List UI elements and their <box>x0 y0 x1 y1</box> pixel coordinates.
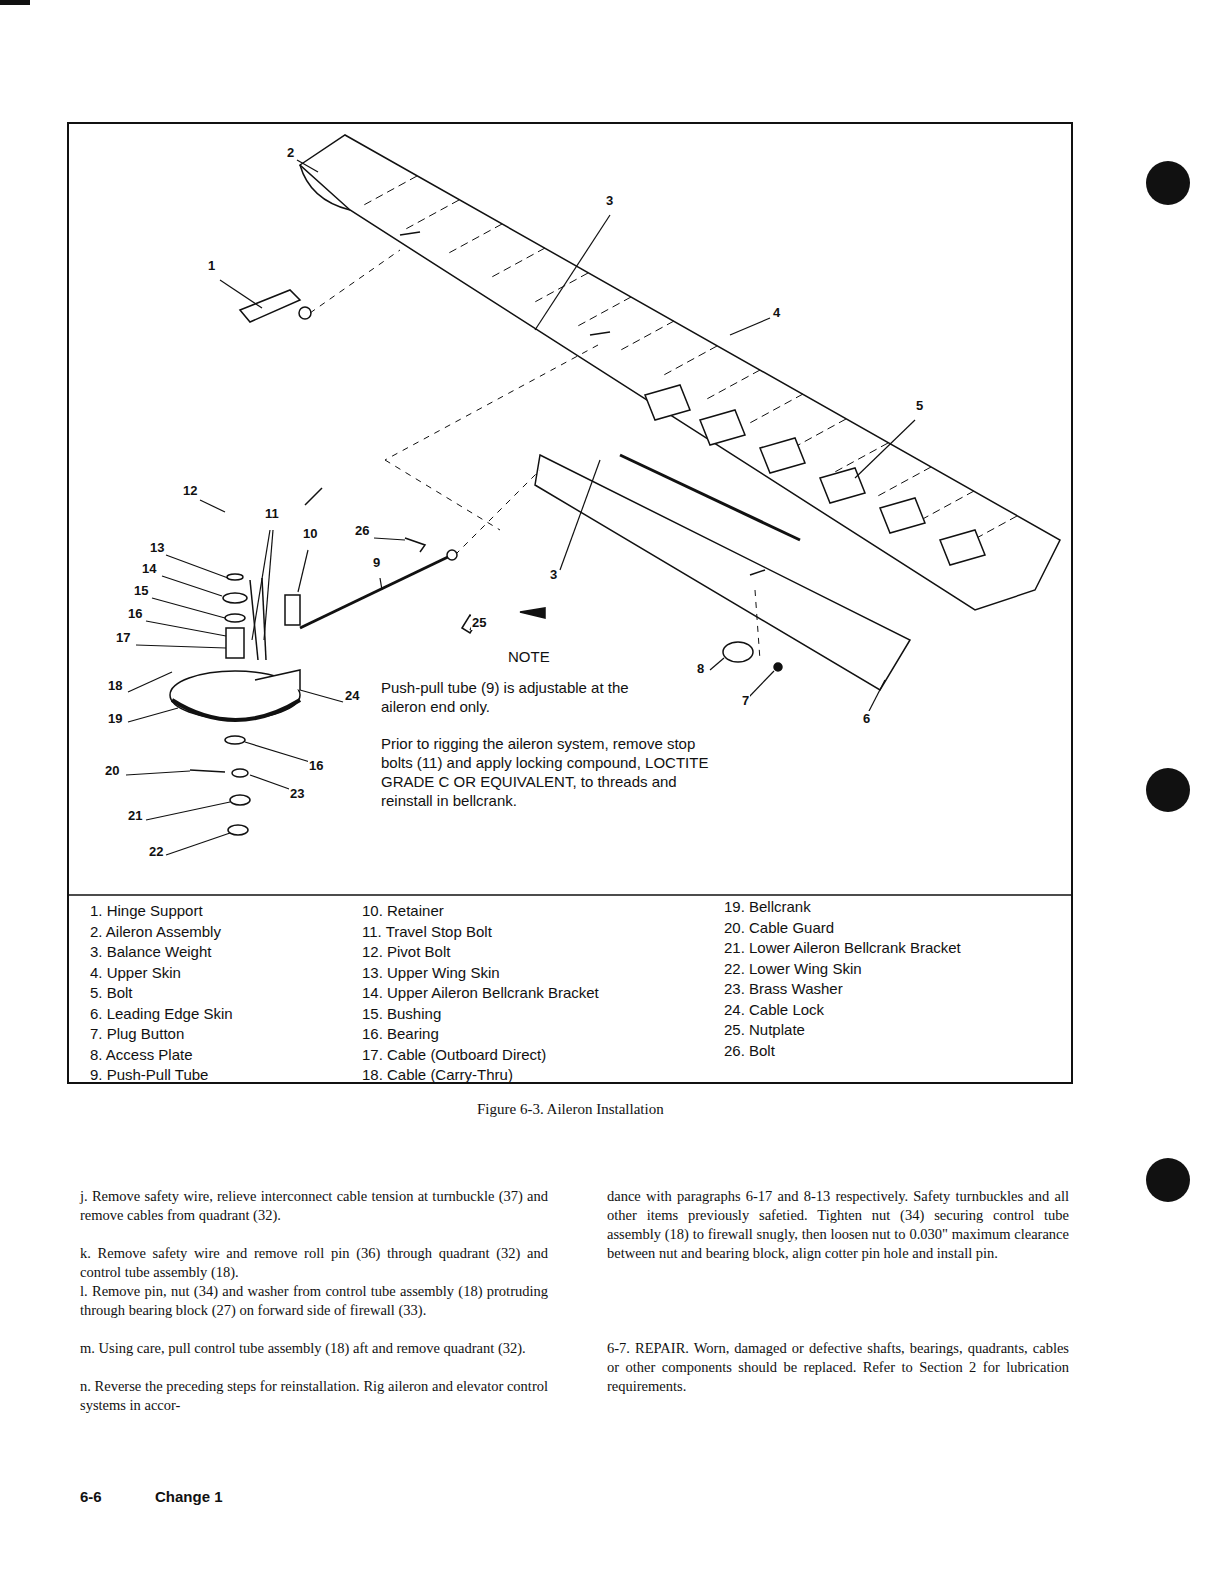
parts-list-item: 5. Bolt <box>90 984 133 1001</box>
callout-number: 20 <box>104 763 120 778</box>
parts-list-item: 6. Leading Edge Skin <box>90 1005 233 1022</box>
parts-list-item: 25. Nutplate <box>724 1021 805 1038</box>
body-paragraph: n. Reverse the preceding steps for reins… <box>80 1377 548 1415</box>
parts-list-item: 20. Cable Guard <box>724 919 834 936</box>
parts-list-item: 22. Lower Wing Skin <box>724 960 862 977</box>
body-paragraph: j. Remove safety wire, relieve interconn… <box>80 1187 548 1225</box>
parts-list-item: 14. Upper Aileron Bellcrank Bracket <box>362 984 599 1001</box>
body-paragraph: m. Using care, pull control tube assembl… <box>80 1339 548 1358</box>
parts-list-item: 24. Cable Lock <box>724 1001 824 1018</box>
callout-number: 15 <box>133 583 149 598</box>
callout-number: 18 <box>107 678 123 693</box>
parts-list-item: 7. Plug Button <box>90 1025 184 1042</box>
callout-number: 7 <box>741 693 750 708</box>
parts-list-item: 12. Pivot Bolt <box>362 943 450 960</box>
callout-number: 22 <box>148 844 164 859</box>
figure-caption: Figure 6-3. Aileron Installation <box>477 1101 664 1118</box>
body-paragraph: l. Remove pin, nut (34) and washer from … <box>80 1282 548 1320</box>
callout-number: 26 <box>354 523 370 538</box>
parts-list-item: 13. Upper Wing Skin <box>362 964 500 981</box>
callout-number: 12 <box>182 483 198 498</box>
parts-list-item: 3. Balance Weight <box>90 943 211 960</box>
callout-number: 8 <box>696 661 705 676</box>
parts-list-item: 9. Push-Pull Tube <box>90 1066 208 1083</box>
parts-list-item: 17. Cable (Outboard Direct) <box>362 1046 546 1063</box>
parts-list-item: 23. Brass Washer <box>724 980 843 997</box>
callout-number: 5 <box>915 398 924 413</box>
parts-list-item: 8. Access Plate <box>90 1046 193 1063</box>
body-paragraph: 6-7. REPAIR. Worn, damaged or defective … <box>607 1339 1069 1396</box>
parts-list-item: 11. Travel Stop Bolt <box>362 923 492 940</box>
callout-number: 4 <box>772 305 781 320</box>
parts-list-item: 19. Bellcrank <box>724 898 811 915</box>
callout-number: 21 <box>127 808 143 823</box>
body-paragraph: dance with paragraphs 6-17 and 8-13 resp… <box>607 1187 1069 1263</box>
callout-number: 10 <box>302 526 318 541</box>
body-paragraph: k. Remove safety wire and remove roll pi… <box>80 1244 548 1282</box>
parts-list-item: 15. Bushing <box>362 1005 441 1022</box>
parts-list-item: 10. Retainer <box>362 902 444 919</box>
parts-list-item: 21. Lower Aileron Bellcrank Bracket <box>724 939 961 956</box>
callout-number: 16 <box>127 606 143 621</box>
callout-number: 14 <box>141 561 157 576</box>
parts-list-item: 18. Cable (Carry-Thru) <box>362 1066 513 1083</box>
callout-number: 17 <box>115 630 131 645</box>
note-text: Push-pull tube (9) is adjustable at the … <box>381 678 671 716</box>
change-number: Change 1 <box>155 1488 223 1505</box>
callout-number: 16 <box>308 758 324 773</box>
parts-list-item: 26. Bolt <box>724 1042 775 1059</box>
callout-number: 13 <box>149 540 165 555</box>
parts-list-item: 16. Bearing <box>362 1025 439 1042</box>
note-text: Prior to rigging the aileron system, rem… <box>381 734 711 810</box>
parts-list-item: 1. Hinge Support <box>90 902 203 919</box>
callout-number: 9 <box>372 555 381 570</box>
callout-number: 23 <box>289 786 305 801</box>
callout-number: 11 <box>264 506 280 521</box>
callout-number: 3 <box>605 193 614 208</box>
callout-number: 3 <box>549 567 558 582</box>
parts-list-item: 4. Upper Skin <box>90 964 181 981</box>
callout-number: 1 <box>207 258 216 273</box>
callout-number: 24 <box>344 688 360 703</box>
page-number: 6-6 <box>80 1488 102 1505</box>
callout-number: 19 <box>107 711 123 726</box>
note-heading: NOTE <box>508 648 550 665</box>
callout-number: 2 <box>286 145 295 160</box>
callout-number: 25 <box>471 615 487 630</box>
parts-list-item: 2. Aileron Assembly <box>90 923 221 940</box>
callout-number: 6 <box>862 711 871 726</box>
